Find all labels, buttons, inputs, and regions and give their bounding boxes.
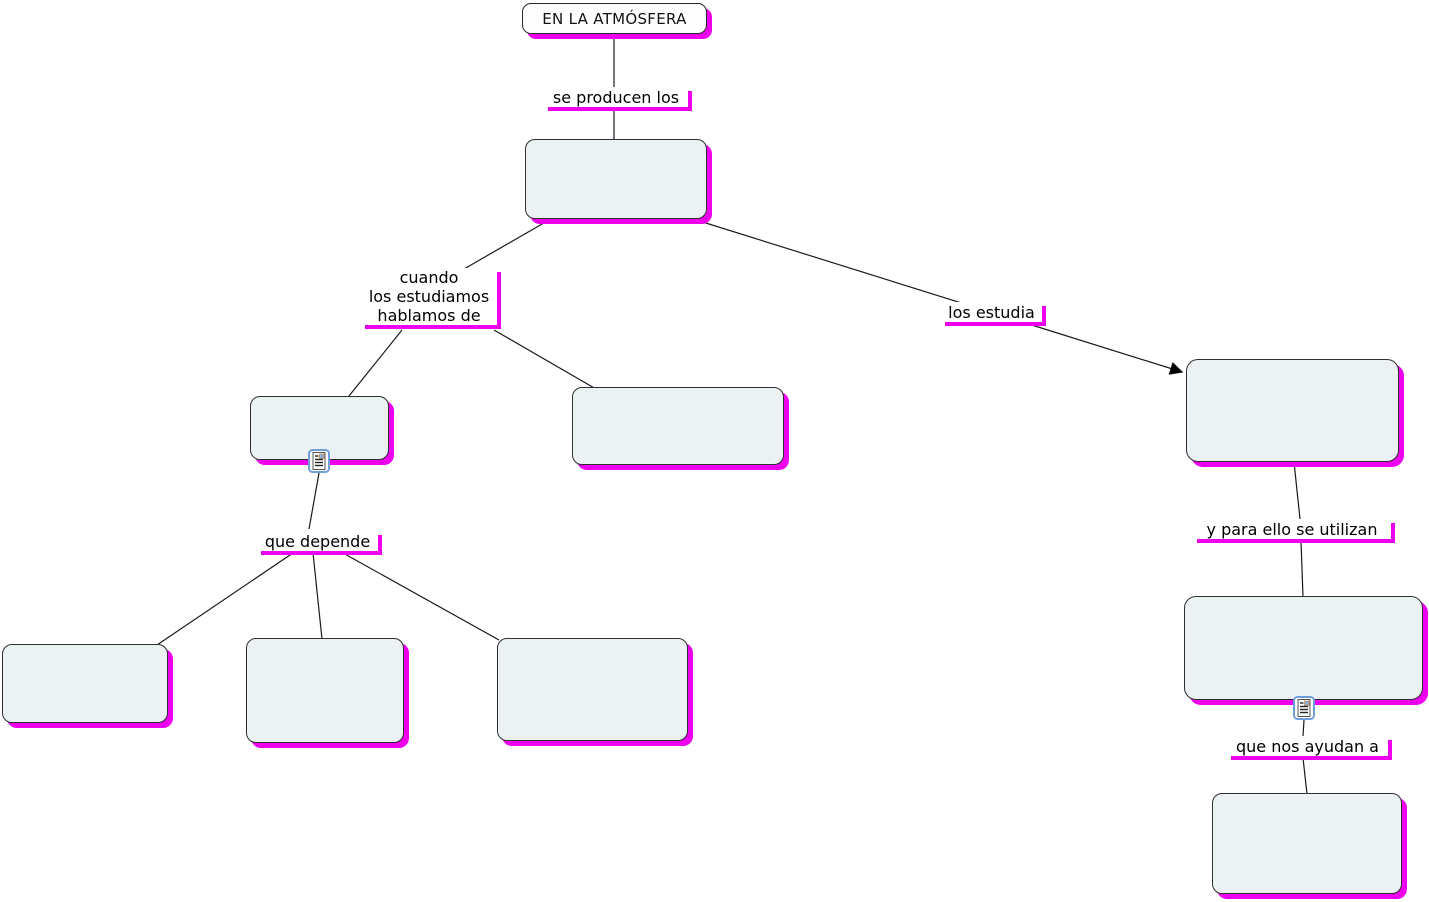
connection-line <box>493 329 597 390</box>
concept-node-empty-c[interactable] <box>572 387 784 465</box>
connection-line <box>156 552 294 646</box>
root-label: EN LA ATMÓSFERA <box>542 9 687 28</box>
concept-node-empty-e[interactable] <box>2 644 168 723</box>
connection-line <box>348 329 403 397</box>
linking-phrase-que-depende[interactable]: que depende <box>257 531 378 551</box>
concept-node-empty-f[interactable] <box>246 638 404 743</box>
connection-line <box>1300 540 1304 598</box>
concept-node-empty-a[interactable] <box>525 139 707 219</box>
concept-node-empty-d[interactable] <box>1186 359 1399 462</box>
connection-line <box>692 218 1184 375</box>
concept-node-empty-h[interactable] <box>1184 596 1423 700</box>
connection-line <box>463 219 550 270</box>
concept-node-empty-i[interactable] <box>1212 793 1402 894</box>
resource-link-icon[interactable] <box>1293 696 1315 720</box>
connection-line <box>342 552 500 641</box>
resource-link-icon[interactable] <box>308 449 330 473</box>
connection-line <box>1293 461 1301 520</box>
linking-phrase-los-estudia[interactable]: los estudia <box>941 302 1042 322</box>
concept-node-empty-g[interactable] <box>497 638 688 741</box>
linking-phrase-se-producen-los[interactable]: se producen los <box>544 87 688 107</box>
linking-phrase-que-nos-ayudan-a[interactable]: que nos ayudan a <box>1227 736 1388 756</box>
connection-line <box>1302 719 1305 737</box>
connection-line <box>312 552 323 640</box>
linking-phrase-cuando-los-estudiamos[interactable]: cuando los estudiamos hablamos de <box>361 268 497 325</box>
concept-node-root[interactable]: EN LA ATMÓSFERA <box>522 3 707 34</box>
connection-line <box>1302 757 1308 795</box>
connection-line <box>308 472 320 530</box>
linking-phrase-y-para-ello-se-utilizan[interactable]: y para ello se utilizan <box>1193 519 1391 539</box>
